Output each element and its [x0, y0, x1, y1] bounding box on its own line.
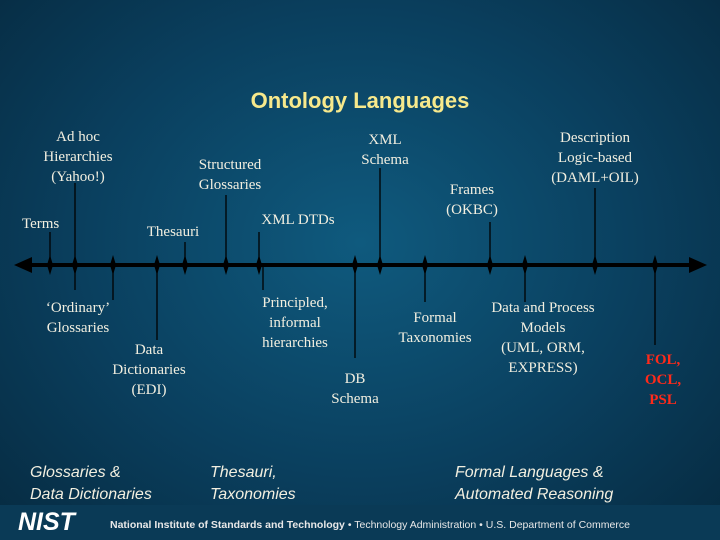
tick-mark — [352, 255, 358, 275]
label-thesauri: Thesauri — [146, 224, 200, 240]
tick-mark — [592, 255, 598, 275]
label-terms: Terms — [22, 216, 60, 232]
svg-text:NIST: NIST — [18, 508, 78, 534]
tick-mark — [256, 255, 262, 275]
footer-separator: • — [347, 519, 352, 531]
nist-logo: NIST — [18, 508, 78, 534]
footer-separator: • — [479, 519, 483, 531]
label-fol-ocl-psl: FOL,OCL,PSL — [644, 352, 682, 408]
timeline-arrow-right — [689, 257, 707, 273]
timeline-arrow-left — [14, 257, 32, 273]
tick-mark — [652, 255, 658, 275]
group-glossaries-data-dictionaries: Glossaries &Data Dictionaries — [30, 464, 152, 503]
tick-mark — [110, 255, 116, 275]
label-frames-okbc: Frames(OKBC) — [446, 182, 498, 218]
tick-mark — [47, 255, 53, 275]
label-xml-dtds: XML DTDs — [261, 212, 335, 228]
label-ordinary-glossaries: ‘Ordinary’Glossaries — [45, 300, 111, 336]
group-thesauri-taxonomies: Thesauri,Taxonomies — [210, 464, 296, 503]
tick-mark — [223, 255, 229, 275]
footer-bar — [0, 505, 720, 540]
footer-institute: National Institute of Standards and Tech… — [110, 519, 345, 531]
slide-title: Ontology Languages — [250, 88, 470, 113]
tick-mark — [154, 255, 160, 275]
tick-mark — [522, 255, 528, 275]
tick-mark — [72, 255, 78, 275]
tick-mark — [182, 255, 188, 275]
tick-mark — [422, 255, 428, 275]
footer-text: National Institute of Standards and Tech… — [110, 519, 630, 531]
tick-mark — [377, 255, 383, 275]
tick-mark — [487, 255, 493, 275]
connector-lines — [49, 168, 656, 358]
footer-department: U.S. Department of Commerce — [485, 519, 630, 531]
footer-administration: Technology Administration — [354, 519, 477, 531]
group-formal-languages: Formal Languages &Automated Reasoning — [455, 464, 614, 503]
connector-ticks — [47, 255, 658, 275]
